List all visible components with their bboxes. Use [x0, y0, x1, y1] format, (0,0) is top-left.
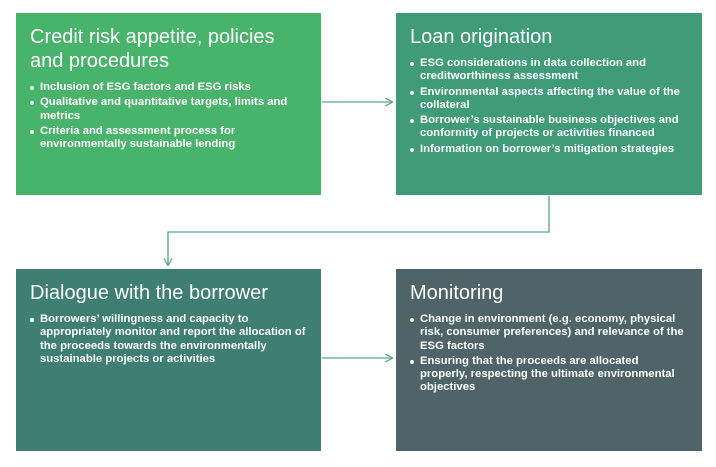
list-item: Environmental aspects affecting the valu… — [410, 86, 688, 113]
loan-origination-title: Loan origination — [410, 26, 553, 48]
list-item: Criteria and assessment process for envi… — [30, 125, 307, 152]
list-item: Ensuring that the proceeds are allocated… — [410, 355, 688, 395]
list-item: Inclusion of ESG factors and ESG risks — [30, 81, 307, 94]
list-item: Qualitative and quantitative targets, li… — [30, 96, 307, 123]
monitoring-list: Change in environment (e.g. economy, phy… — [410, 313, 688, 395]
monitoring-title: Monitoring — [410, 282, 504, 304]
dialogue-list: Borrowers’ willingness and capacity to a… — [30, 313, 307, 366]
dialogue-box: Dialogue with the borrower Borrowers’ wi… — [16, 269, 321, 451]
list-item: Information on borrower’s mitigation str… — [410, 143, 688, 156]
list-item: Borrower’s sustainable business objectiv… — [410, 114, 688, 141]
list-item: Change in environment (e.g. economy, phy… — [410, 313, 688, 353]
dialogue-title: Dialogue with the borrower — [30, 282, 268, 304]
arrow-origination-to-dialogue — [168, 196, 550, 265]
list-item: ESG considerations in data collection an… — [410, 57, 688, 84]
list-item: Borrowers’ willingness and capacity to a… — [30, 313, 307, 366]
credit-risk-list: Inclusion of ESG factors and ESG risks Q… — [30, 81, 307, 151]
loan-origination-box: Loan origination ESG considerations in d… — [396, 13, 702, 195]
loan-origination-list: ESG considerations in data collection an… — [410, 57, 688, 156]
monitoring-box: Monitoring Change in environment (e.g. e… — [396, 269, 702, 451]
